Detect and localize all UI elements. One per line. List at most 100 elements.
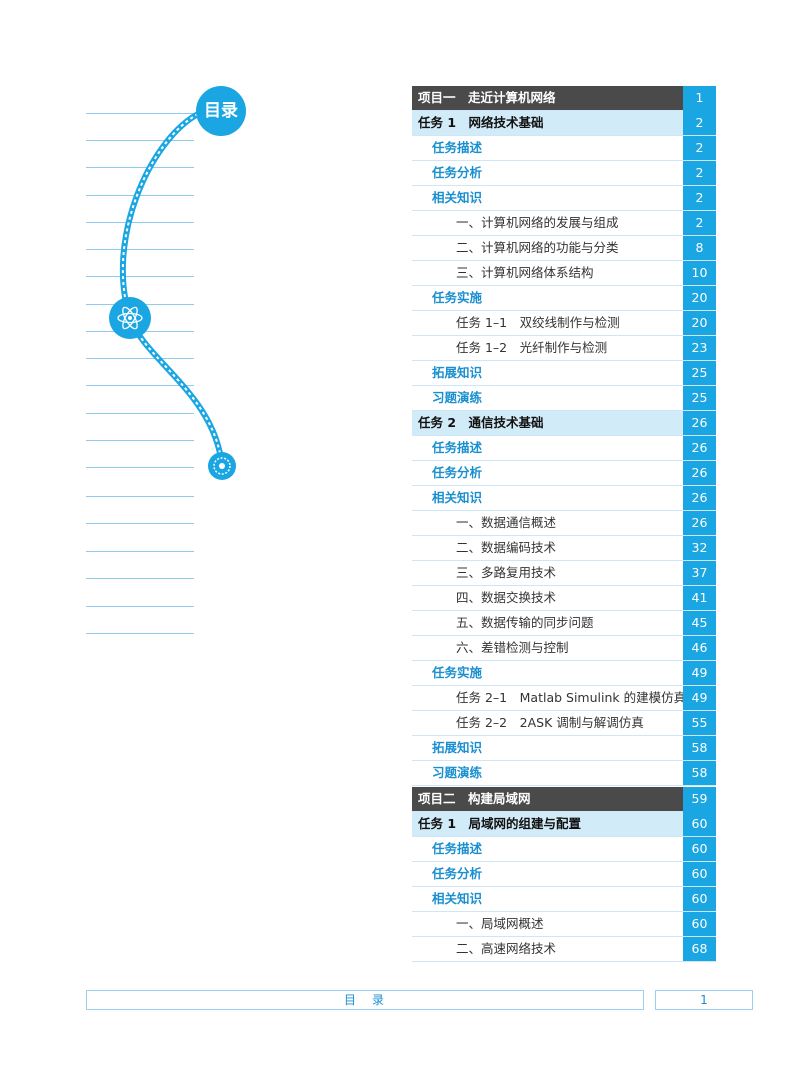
toc-page-number: 37 [683, 561, 716, 585]
toc-page-number: 23 [683, 336, 716, 360]
ruled-line [86, 578, 194, 579]
toc-row-item[interactable]: 六、差错检测与控制 46 [412, 636, 716, 661]
toc-row-item[interactable]: 一、计算机网络的发展与组成 2 [412, 211, 716, 236]
toc-page-number: 58 [683, 761, 716, 785]
toc-row-sec[interactable]: 拓展知识 58 [412, 736, 716, 761]
toc-row-item[interactable]: 四、数据交换技术 41 [412, 586, 716, 611]
ruled-line [86, 140, 194, 141]
toc-row-task[interactable]: 任务 1 网络技术基础 2 [412, 111, 716, 136]
toc-row-sec[interactable]: 习题演练 58 [412, 761, 716, 786]
toc-entry-title: 任务 2–1 Matlab Simulink 的建模仿真 [456, 690, 687, 705]
toc-row-item[interactable]: 二、数据编码技术 32 [412, 536, 716, 561]
toc-entry-title: 项目二 构建局域网 [418, 791, 531, 806]
timeline-curve [109, 111, 236, 480]
toc-page-number: 32 [683, 536, 716, 560]
toc-page-number: 41 [683, 586, 716, 610]
toc-page-number: 60 [683, 912, 716, 936]
toc-row-sec[interactable]: 习题演练 25 [412, 386, 716, 411]
toc-page-number: 25 [683, 386, 716, 410]
toc-entry-title: 任务 1 局域网的组建与配置 [418, 816, 582, 831]
toc-entry-title: 一、计算机网络的发展与组成 [456, 215, 619, 230]
toc-entry-title: 习题演练 [432, 390, 483, 405]
toc-entry-title: 拓展知识 [432, 365, 483, 380]
toc-entry-title: 六、差错检测与控制 [456, 640, 569, 655]
toc-row-item[interactable]: 三、计算机网络体系结构 10 [412, 261, 716, 286]
toc-row-item[interactable]: 一、数据通信概述 26 [412, 511, 716, 536]
gear-circle-icon [208, 452, 236, 480]
toc-page-number: 2 [683, 186, 716, 210]
toc-page-number: 26 [683, 511, 716, 535]
toc-page-number: 55 [683, 711, 716, 735]
toc-row-item[interactable]: 二、高速网络技术 68 [412, 937, 716, 962]
toc-entry-title: 拓展知识 [432, 740, 483, 755]
toc-row-item[interactable]: 一、局域网概述 60 [412, 912, 716, 937]
ruled-line [86, 385, 194, 386]
ruled-line [86, 222, 194, 223]
toc-page-number: 20 [683, 311, 716, 335]
toc-page-number: 2 [683, 161, 716, 185]
toc-page-number: 46 [683, 636, 716, 660]
toc-entry-title: 相关知识 [432, 490, 483, 505]
toc-entry-title: 相关知识 [432, 891, 483, 906]
toc-page-number: 26 [683, 436, 716, 460]
toc-page-number: 26 [683, 461, 716, 485]
toc-entry-title: 五、数据传输的同步问题 [456, 615, 594, 630]
ruled-line [86, 551, 194, 552]
toc-page-number: 60 [683, 837, 716, 861]
toc-page-number: 68 [683, 937, 716, 961]
ruled-line [86, 113, 194, 114]
toc-row-sec[interactable]: 任务实施 49 [412, 661, 716, 686]
toc-page-number: 2 [683, 211, 716, 235]
toc-entry-title: 任务分析 [432, 866, 483, 881]
toc-page-number: 2 [683, 111, 716, 135]
ruled-line [86, 467, 194, 468]
toc-page-number: 58 [683, 736, 716, 760]
toc-page-number: 8 [683, 236, 716, 260]
ruled-line [86, 633, 194, 634]
ruled-line [86, 523, 194, 524]
toc-entry-title: 四、数据交换技术 [456, 590, 557, 605]
toc-page-number: 2 [683, 136, 716, 160]
toc-page-number: 20 [683, 286, 716, 310]
toc-page-number: 49 [683, 661, 716, 685]
toc-entry-title: 任务实施 [432, 665, 483, 680]
ruled-line [86, 276, 194, 277]
toc-entry-title: 三、计算机网络体系结构 [456, 265, 594, 280]
toc-entry-title: 习题演练 [432, 765, 483, 780]
toc-entry-title: 一、局域网概述 [456, 916, 544, 931]
toc-row-item[interactable]: 任务 2–2 2ASK 调制与解调仿真 55 [412, 711, 716, 736]
ruled-line [86, 358, 194, 359]
toc-page-number: 10 [683, 261, 716, 285]
ruled-line [86, 413, 194, 414]
toc-entry-title: 二、高速网络技术 [456, 941, 557, 956]
toc-row-item[interactable]: 五、数据传输的同步问题 45 [412, 611, 716, 636]
toc-entry-title: 一、数据通信概述 [456, 515, 557, 530]
ruled-line [86, 167, 194, 168]
toc-entry-title: 任务 2–2 2ASK 调制与解调仿真 [456, 715, 644, 730]
toc-entry-title: 任务 1 网络技术基础 [418, 115, 544, 130]
atom-icon [109, 297, 151, 339]
toc-entry-title: 二、数据编码技术 [456, 540, 557, 555]
toc-page-number: 45 [683, 611, 716, 635]
